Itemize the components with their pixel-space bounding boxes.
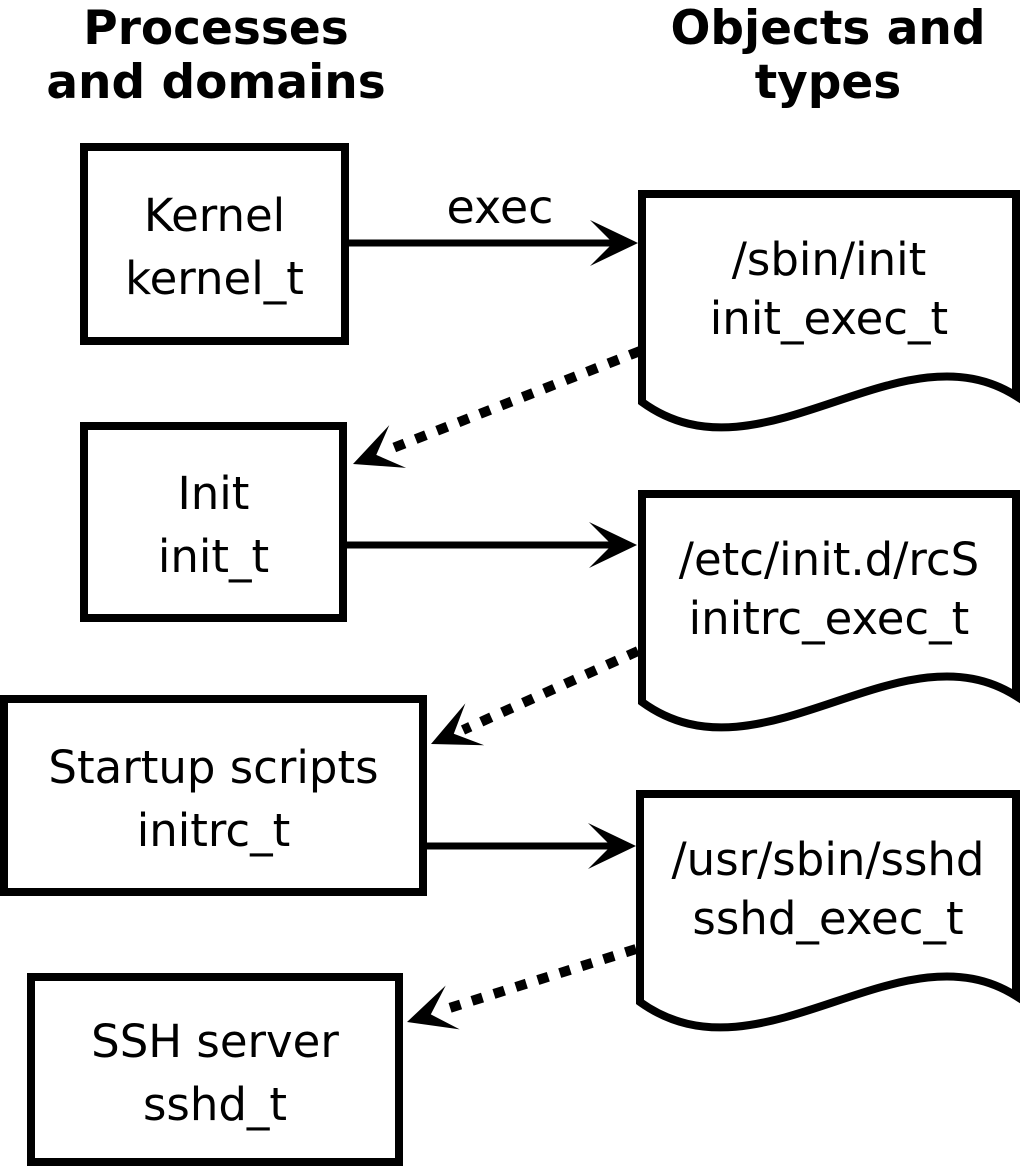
heading-line: Objects and	[670, 1, 986, 56]
process-box-startup-scripts	[0, 695, 427, 896]
heading-line: and domains	[46, 55, 386, 110]
process-type: initrc_t	[136, 803, 291, 857]
process-box-init-label: Init init_t	[80, 422, 347, 622]
process-label: SSH server	[91, 1014, 339, 1068]
object-path: /sbin/init	[731, 233, 927, 286]
arrowhead-icon	[590, 220, 638, 266]
dotted-arrow-init-exec-to-init	[353, 346, 642, 468]
object-type: sshd_exec_t	[692, 892, 964, 945]
object-doc-sbin-init-label: /sbin/init init_exec_t	[642, 198, 1016, 380]
dotted-arrow-initrc-exec-to-initrc	[431, 646, 641, 746]
heading-line: types	[754, 55, 902, 110]
arrowhead-icon	[407, 985, 460, 1030]
exec-arrow-label: exec	[446, 180, 554, 234]
object-type: init_exec_t	[709, 292, 949, 345]
process-type: kernel_t	[125, 252, 304, 305]
object-doc-etc-initd-rcs-label: /etc/init.d/rcS initrc_exec_t	[642, 498, 1016, 680]
arrowhead-icon	[353, 425, 407, 468]
process-box-ssh-server	[27, 973, 403, 1166]
arrowhead-icon	[589, 522, 637, 568]
object-doc-usr-sbin-sshd-label: /usr/sbin/sshd sshd_exec_t	[640, 798, 1016, 980]
arrowhead-icon	[431, 703, 485, 746]
solid-arrow-init-to-initrc-exec	[347, 522, 637, 568]
object-doc-etc-initd-rcs	[638, 490, 1020, 732]
dotted-arrow-sshd-exec-to-sshd	[407, 944, 638, 1030]
heading-line: Processes	[83, 1, 349, 56]
process-box-init	[80, 422, 347, 622]
column-heading-processes: Processes and domains	[20, 2, 412, 110]
object-doc-sbin-init	[638, 190, 1020, 432]
solid-arrow-initrc-to-sshd-exec	[427, 823, 636, 869]
object-path: /usr/sbin/sshd	[671, 833, 985, 886]
process-label: Startup scripts	[48, 740, 379, 794]
process-label: Init	[177, 467, 250, 520]
process-type: sshd_t	[142, 1077, 288, 1131]
process-box-kernel	[80, 143, 349, 345]
process-box-kernel-label: Kernel kernel_t	[80, 143, 349, 345]
process-label: Kernel	[143, 189, 286, 242]
column-heading-objects: Objects and types	[630, 2, 1024, 110]
object-type: initrc_exec_t	[688, 592, 970, 645]
object-path: /etc/init.d/rcS	[678, 533, 980, 586]
process-box-ssh-server-label: SSH server sshd_t	[27, 973, 403, 1166]
object-doc-usr-sbin-sshd	[636, 790, 1020, 1032]
arrowhead-icon	[588, 823, 636, 869]
process-box-startup-scripts-label: Startup scripts initrc_t	[0, 695, 427, 896]
process-type: init_t	[157, 530, 270, 583]
solid-arrow-kernel-to-init-exec	[349, 220, 638, 266]
